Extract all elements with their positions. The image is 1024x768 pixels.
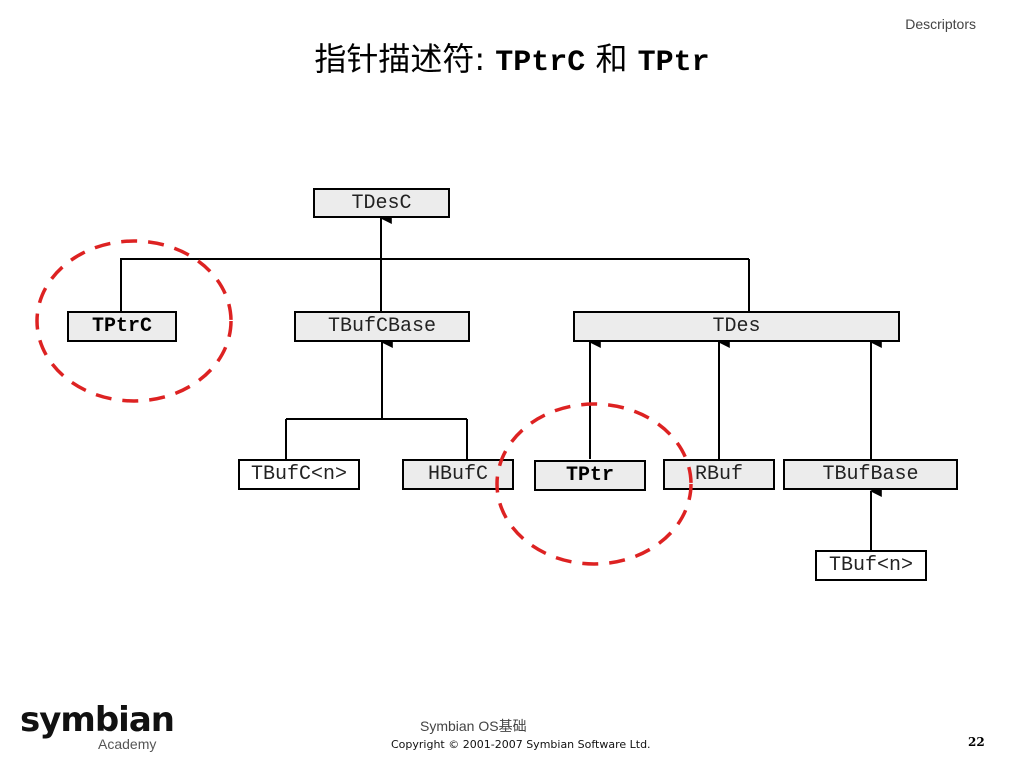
- footer-course: Symbian OS基础: [420, 718, 527, 734]
- node-rbuf: RBuf: [663, 459, 775, 490]
- node-tbufbase: TBufBase: [783, 459, 958, 490]
- node-tdesc: TDesC: [313, 188, 450, 218]
- symbian-logo-subtitle: Academy: [98, 736, 157, 752]
- page-number: 22: [968, 735, 985, 749]
- symbian-logo: symbian: [20, 700, 175, 740]
- section-label: Descriptors: [905, 16, 976, 32]
- node-tptr: TPtr: [534, 460, 646, 491]
- footer-copyright: Copyright © 2001-2007 Symbian Software L…: [391, 738, 651, 751]
- node-tbufcbase: TBufCBase: [294, 311, 470, 342]
- node-tptrc: TPtrC: [67, 311, 177, 342]
- title-prefix: 指针描述符:: [314, 40, 496, 78]
- node-tbufc: TBufC<n>: [238, 459, 360, 490]
- title-joiner: 和: [585, 40, 638, 78]
- highlight-ellipse-tptr: [495, 402, 693, 566]
- slide-title: 指针描述符: TPtrC 和 TPtr: [0, 34, 1024, 88]
- highlight-ellipse-tptrc: [35, 239, 233, 403]
- title-term-tptrc: TPtrC: [495, 46, 586, 80]
- title-term-tptr: TPtr: [637, 46, 710, 80]
- node-tdes: TDes: [573, 311, 900, 342]
- node-hbufc: HBufC: [402, 459, 514, 490]
- node-tbuf: TBuf<n>: [815, 550, 927, 581]
